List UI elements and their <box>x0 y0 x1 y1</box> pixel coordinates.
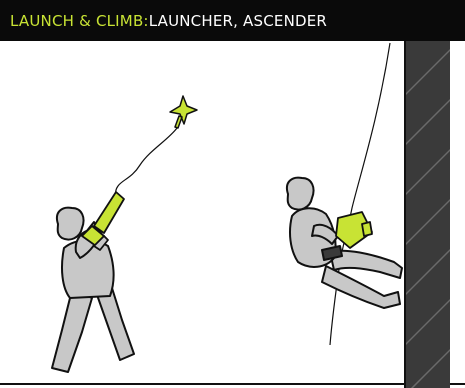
title-bar: LAUNCH & CLIMB: LAUNCHER, ASCENDER <box>0 0 465 41</box>
scene-svg <box>0 41 465 388</box>
launcher-tether <box>114 128 177 204</box>
title-text: LAUNCHER, ASCENDER <box>149 12 327 30</box>
wall <box>400 41 460 388</box>
launcher-device-icon <box>82 192 124 250</box>
title-accent: LAUNCH & CLIMB: <box>10 12 149 30</box>
ascender-device-icon <box>336 212 372 248</box>
scene <box>0 41 465 388</box>
grapple-hook-icon <box>170 96 197 128</box>
